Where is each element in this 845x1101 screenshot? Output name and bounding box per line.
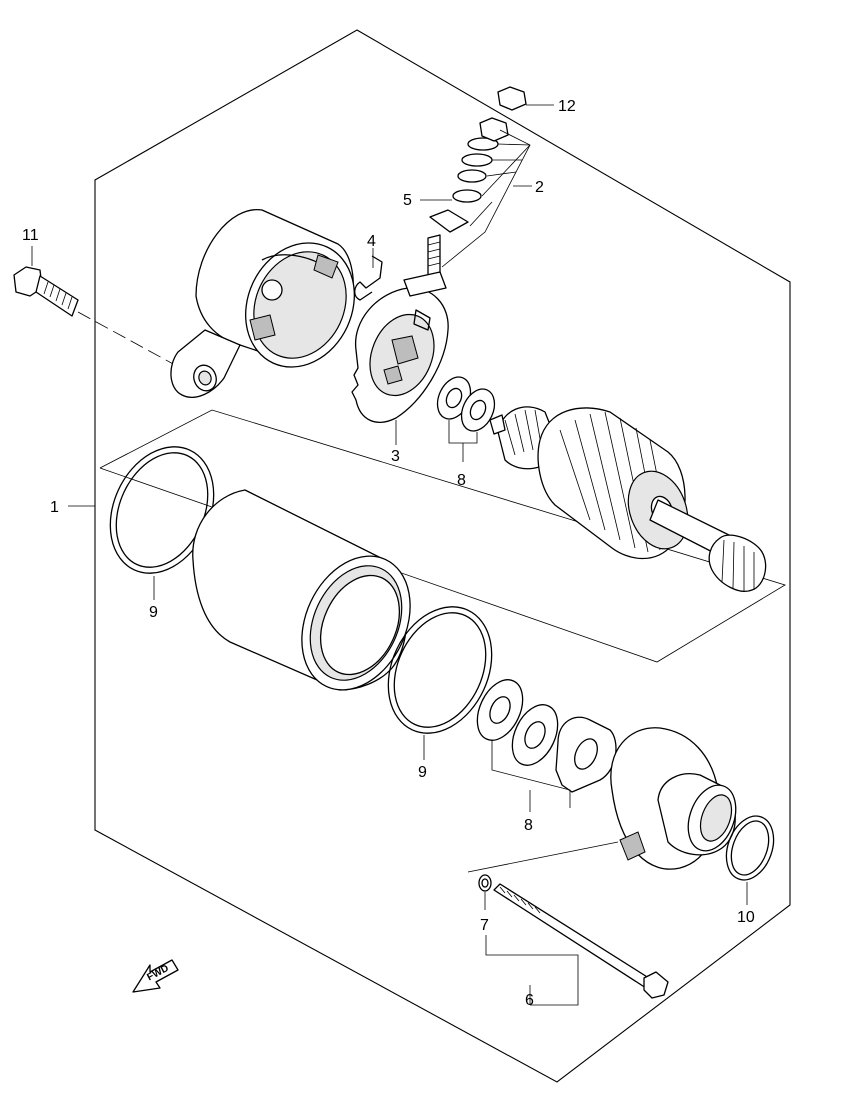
callout-10: 10	[737, 909, 755, 926]
front-cover-housing	[467, 727, 737, 873]
callout-7: 7	[480, 917, 489, 934]
nut-part-12	[497, 86, 554, 111]
yoke-housing	[192, 489, 411, 691]
inner-plane-outline	[99, 409, 786, 663]
through-bolt-set-part-6	[478, 874, 669, 1006]
callout-8-upper: 8	[457, 472, 466, 489]
terminal-kit-part-2	[403, 117, 532, 297]
callout-6: 6	[525, 992, 534, 1009]
callout-9-upper: 9	[149, 604, 158, 621]
bolt-part-11	[13, 246, 176, 366]
callout-1: 1	[50, 499, 59, 516]
callout-4: 4	[367, 233, 376, 250]
o-ring-part-9-lower	[387, 606, 493, 760]
callout-3: 3	[391, 448, 400, 465]
o-ring-part-10	[725, 815, 775, 905]
brush-plate-part-3	[351, 287, 449, 445]
assembly-outline-frame	[94, 29, 791, 1083]
callout-12: 12	[558, 98, 576, 115]
washer-set-part-8-lower	[476, 679, 617, 812]
callout-9-lower: 9	[418, 764, 427, 781]
callout-5: 5	[403, 192, 412, 209]
armature-assembly	[489, 406, 767, 592]
callout-2: 2	[535, 179, 544, 196]
rear-cover-housing	[170, 209, 355, 398]
callout-8-lower: 8	[524, 817, 533, 834]
callout-11: 11	[22, 227, 39, 244]
washer-pair-part-8-upper	[436, 376, 496, 462]
clip-part-4	[354, 248, 383, 301]
fwd-direction-arrow: FWD	[132, 959, 179, 993]
